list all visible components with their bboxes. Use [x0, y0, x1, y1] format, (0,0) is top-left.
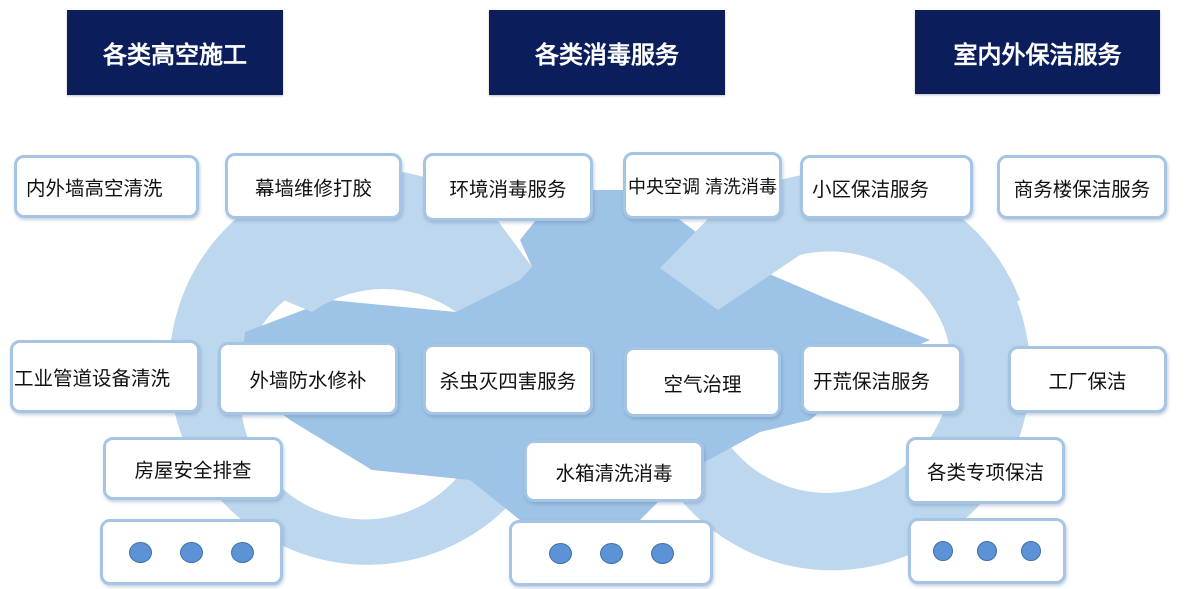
item-water-tank-cleaning: 水箱清洗消毒 [524, 440, 704, 502]
item-label: 内外墙高空清洗 [26, 178, 163, 200]
header-cleaning: 室内外保洁服务 [915, 10, 1160, 94]
item-label: 小区保洁服务 [812, 178, 930, 201]
more-disinfection-placeholder [509, 520, 713, 586]
ellipsis-dot [129, 541, 152, 563]
more-cleaning-placeholder [908, 518, 1066, 584]
header-disinfection-label: 各类消毒服务 [535, 42, 679, 69]
ellipsis-dot [599, 542, 623, 564]
ellipsis-dot [933, 541, 953, 561]
item-label: 幕墙维修打胶 [254, 177, 372, 200]
item-pest-control: 杀虫灭四害服务 [423, 344, 593, 415]
item-air-treatment: 空气治理 [624, 347, 781, 417]
header-disinfection: 各类消毒服务 [489, 10, 725, 95]
item-exterior-waterproofing: 外墙防水修补 [218, 342, 398, 415]
item-label: 工厂保洁 [1048, 371, 1127, 393]
item-label: 杀虫灭四害服务 [439, 371, 577, 393]
item-curtain-wall-repair: 幕墙维修打胶 [225, 153, 402, 219]
ellipsis-dot [548, 542, 572, 564]
header-aerial-construction: 各类高空施工 [67, 10, 283, 95]
item-office-building-cleaning: 商务楼保洁服务 [997, 155, 1167, 219]
more-aerial-placeholder [100, 519, 283, 585]
item-label: 外墙防水修补 [249, 370, 367, 392]
item-label: 空气治理 [663, 373, 742, 396]
item-label: 开荒保洁服务 [813, 370, 931, 393]
item-label: 工业管道设备清洗 [14, 368, 171, 390]
item-label: 环境消毒服务 [449, 178, 567, 201]
item-label: 各类专项保洁 [926, 462, 1044, 484]
ellipsis-dot [977, 541, 997, 561]
ellipsis-dot [650, 542, 674, 564]
item-factory-cleaning: 工厂保洁 [1008, 346, 1167, 413]
header-cleaning-label: 室内外保洁服务 [953, 41, 1122, 69]
item-central-ac-cleaning: 中央空调 清洗消毒 [623, 152, 782, 219]
left-ring-front [260, 201, 532, 312]
ellipsis-dot [180, 541, 203, 563]
item-special-cleaning: 各类专项保洁 [906, 437, 1065, 504]
item-pioneer-cleaning: 开荒保洁服务 [801, 344, 962, 414]
item-industrial-pipe-cleaning: 工业管道设备清洗 [10, 340, 200, 413]
item-environment-disinfection: 环境消毒服务 [423, 153, 593, 221]
item-house-safety-inspection: 房屋安全排查 [103, 437, 283, 500]
ellipsis-dot [231, 541, 254, 563]
item-facade-high-cleaning: 内外墙高空清洗 [14, 155, 199, 218]
item-label: 商务楼保洁服务 [1013, 178, 1151, 201]
item-label: 中央空调 清洗消毒 [627, 176, 777, 197]
item-label: 水箱清洗消毒 [555, 462, 673, 485]
ellipsis-dot [1021, 541, 1041, 561]
item-label: 房屋安全排查 [134, 460, 252, 482]
item-residential-cleaning: 小区保洁服务 [800, 155, 973, 219]
header-aerial-label: 各类高空施工 [103, 42, 247, 69]
